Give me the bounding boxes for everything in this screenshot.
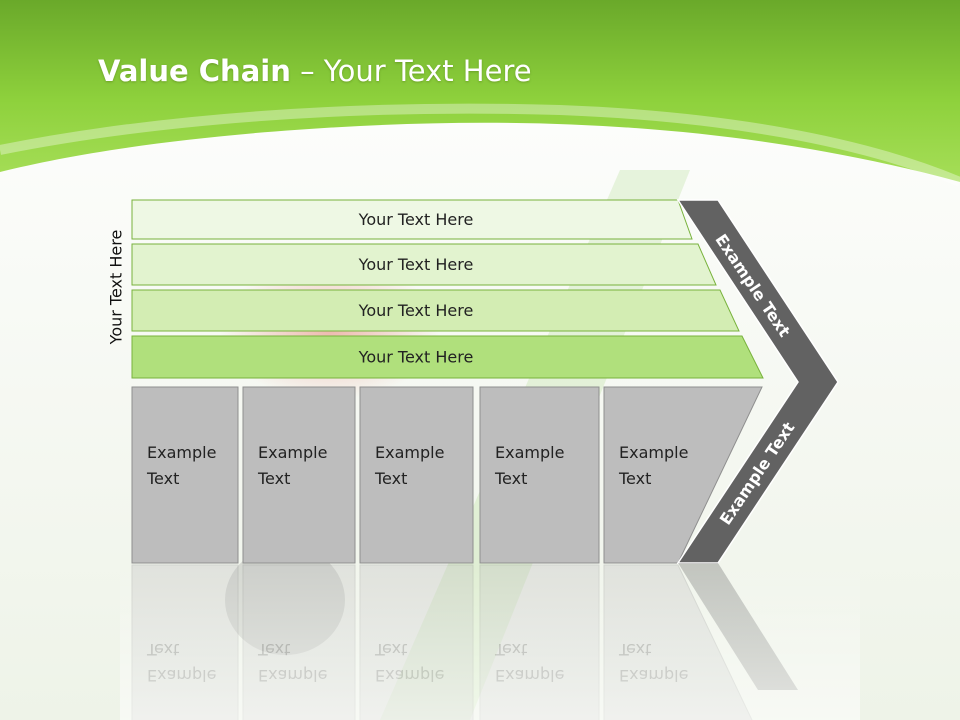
primary-activity-label: Text <box>146 469 179 488</box>
primary-activity-label: Example <box>258 443 327 462</box>
primary-activity-label: Example <box>495 443 564 462</box>
support-row <box>131 289 740 332</box>
support-row <box>131 335 764 379</box>
reflection-fade <box>120 564 860 720</box>
support-row-label: Your Text Here <box>358 348 474 367</box>
primary-activity-box <box>479 386 600 564</box>
support-row-label: Your Text Here <box>358 210 474 229</box>
slide-title-bold: Value Chain <box>98 54 291 88</box>
primary-activity-label: Text <box>494 469 527 488</box>
primary-activity-label: Example <box>619 443 688 462</box>
primary-activity-box <box>131 386 239 564</box>
primary-activity-label: Example <box>147 443 216 462</box>
support-row <box>131 243 717 286</box>
support-row-label: Your Text Here <box>358 255 474 274</box>
slide-title: Value Chain – Your Text Here <box>98 54 532 88</box>
header-band <box>0 0 960 182</box>
primary-activity-label: Text <box>257 469 290 488</box>
primary-activity-label: Text <box>374 469 407 488</box>
primary-activity-label: Text <box>618 469 651 488</box>
support-row-label: Your Text Here <box>358 301 474 320</box>
primary-activity-label: Example <box>375 443 444 462</box>
support-row <box>131 199 693 240</box>
side-label: Your Text Here <box>106 229 126 345</box>
slide-title-rest: – Your Text Here <box>290 54 532 88</box>
primary-activity-box <box>359 386 474 564</box>
primary-activity-box <box>242 386 356 564</box>
margin-chevron <box>676 199 839 564</box>
header-curve-highlight <box>0 103 960 187</box>
